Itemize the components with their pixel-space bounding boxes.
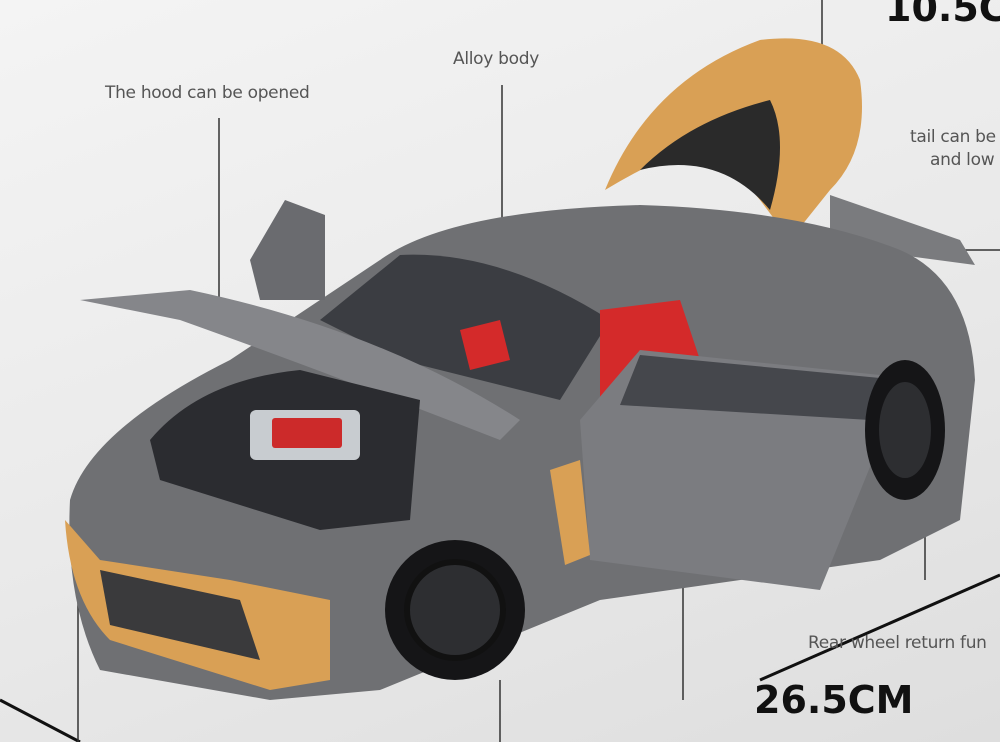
door-window bbox=[620, 355, 880, 420]
dimension-height: 10.5C bbox=[885, 0, 1000, 30]
annotation-rear-wheel: Rear wheel return fun bbox=[808, 633, 987, 653]
left-door-open bbox=[250, 200, 325, 300]
front-rim bbox=[404, 559, 506, 661]
annotation-body: Alloy body bbox=[453, 49, 539, 69]
front-grille bbox=[100, 570, 260, 660]
dimension-line-length bbox=[759, 573, 1000, 682]
rear-spoiler bbox=[830, 195, 975, 265]
annotation-tail-line2: and low bbox=[930, 150, 995, 170]
annotation-tail: tail can be bbox=[910, 127, 996, 147]
annotation-hood: The hood can be opened bbox=[105, 83, 310, 103]
engine-cover bbox=[272, 418, 342, 448]
rear-rim bbox=[879, 382, 931, 478]
rear-hatch-window bbox=[640, 100, 780, 210]
dimension-length: 26.5CM bbox=[754, 678, 914, 722]
interior-seat-rear bbox=[460, 320, 510, 370]
side-gold-accent bbox=[550, 460, 590, 565]
windshield bbox=[320, 254, 610, 400]
dimension-line-left bbox=[0, 698, 81, 742]
